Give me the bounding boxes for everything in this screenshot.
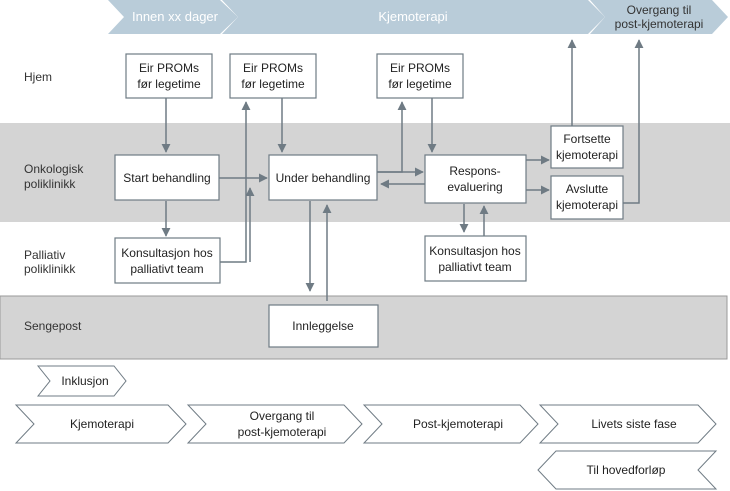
phase-label-innen: Innen xx dager: [132, 9, 219, 24]
legend-phase-livets: [538, 404, 717, 444]
node-fortsette-line2: kjemoterapi: [556, 148, 618, 162]
node-respons-line2: evaluering: [447, 180, 502, 194]
legend-back-chevron: [537, 450, 718, 490]
node-proms2: Eir PROMs før legetime: [229, 53, 317, 99]
node-start: Start behandling: [114, 154, 220, 201]
node-innleggelse: Innleggelse: [268, 304, 379, 348]
node-avslutte-line1: Avslutte: [566, 182, 609, 196]
node-konsult2-line1: Konsultasjon hos: [429, 244, 520, 258]
legend-phase-livets-label: Livets siste fase: [591, 417, 677, 431]
lane-label-palliativ-line1: Palliativ: [24, 248, 65, 262]
node-under: Under behandling: [268, 154, 378, 201]
phase-label-overgang-line2: post-kjemoterapi: [615, 17, 704, 31]
node-proms1-line2: før legetime: [137, 77, 201, 91]
legend-back-label: Til hovedforløp: [587, 463, 666, 477]
node-proms1: Eir PROMs før legetime: [125, 53, 213, 99]
node-fortsette: Fortsette kjemoterapi: [550, 125, 624, 169]
lane-label-hjem: Hjem: [24, 70, 52, 84]
lane-label-sengepost: Sengepost: [24, 319, 82, 333]
node-proms3: Eir PROMs før legetime: [376, 53, 464, 99]
node-proms2-line2: før legetime: [241, 77, 305, 91]
phase-label-kjemoterapi: Kjemoterapi: [378, 9, 447, 24]
node-respons-line1: Respons-: [449, 164, 500, 178]
legend-phase-kjemoterapi-label: Kjemoterapi: [70, 417, 134, 431]
node-konsult1-line2: palliativt team: [130, 262, 203, 276]
phase-chevron-overgang: [590, 0, 728, 34]
node-proms2-line1: Eir PROMs: [243, 61, 303, 75]
legend-phase-overgang: [186, 404, 363, 444]
phase-chevron-innen: [108, 0, 238, 34]
flow-arrows: [161, 39, 644, 301]
node-under-line1: Under behandling: [276, 171, 371, 185]
node-avslutte: Avslutte kjemoterapi: [550, 175, 624, 220]
lane-label-palliativ-line2: poliklinikk: [24, 262, 76, 276]
node-proms1-line1: Eir PROMs: [139, 61, 199, 75]
legend-phase-overgang-label-line1: Overgang til: [250, 409, 315, 423]
node-konsult2: Konsultasjon hos palliativt team: [424, 235, 527, 282]
arrow-konsult1-to-proms2: [220, 101, 251, 263]
node-konsult1-line1: Konsultasjon hos: [121, 246, 212, 260]
arrow-avslutte-to-overgang: [623, 39, 644, 204]
node-konsult2-line2: palliativt team: [438, 260, 511, 274]
lane-label-onkologisk-line2: poliklinikk: [24, 177, 76, 191]
legend-phase-post: [362, 404, 539, 444]
legend-inklusjon-label: Inklusjon: [61, 374, 108, 388]
legend-inklusjon-chevron: [36, 365, 127, 397]
legend: Inklusjon Kjemoterapi Overgang til post-…: [14, 365, 718, 490]
node-start-line1: Start behandling: [123, 171, 210, 185]
legend-phase-overgang-label-line2: post-kjemoterapi: [238, 425, 327, 439]
node-respons: Respons- evaluering: [424, 154, 527, 204]
node-konsult1: Konsultasjon hos palliativt team: [114, 237, 221, 284]
node-proms3-line2: før legetime: [388, 77, 452, 91]
node-avslutte-line2: kjemoterapi: [556, 198, 618, 212]
node-fortsette-line1: Fortsette: [563, 132, 611, 146]
node-proms3-line1: Eir PROMs: [390, 61, 450, 75]
lane-label-onkologisk-line1: Onkologisk: [24, 162, 84, 176]
legend-phase-post-label: Post-kjemoterapi: [413, 417, 503, 431]
phase-label-overgang-line1: Overgang til: [627, 3, 692, 17]
phase-chevron-kjemoterapi: [222, 0, 605, 34]
legend-phase-kjemoterapi: [14, 404, 187, 444]
node-innleggelse-line1: Innleggelse: [292, 319, 354, 333]
